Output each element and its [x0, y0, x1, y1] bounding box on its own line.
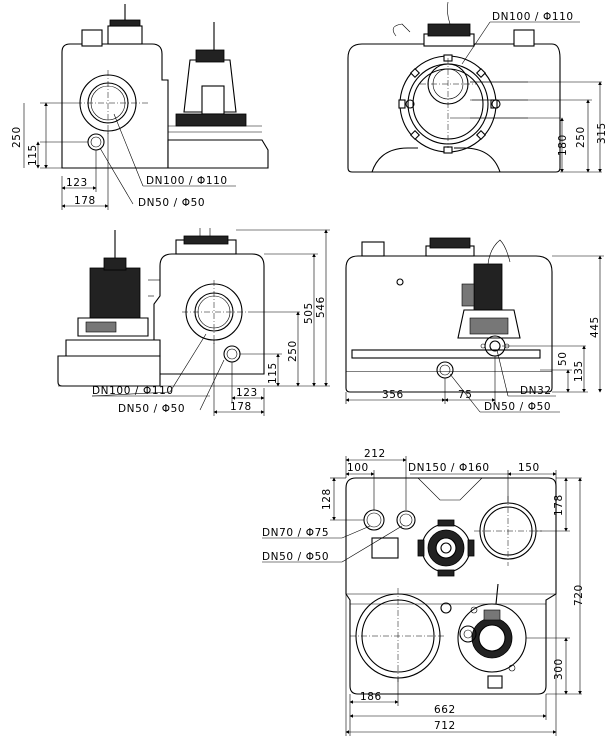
dim-720: 720: [573, 584, 585, 606]
dim-662: 662: [434, 704, 456, 716]
dim-356: 356: [382, 389, 404, 401]
tank-body: [153, 253, 265, 375]
tank-body: [61, 43, 169, 169]
callout-inlet-right: DN100 / Φ110: [92, 385, 174, 397]
pump-base: [65, 339, 161, 357]
dim-505: 505: [303, 302, 315, 324]
callout-vent-rear: DN50 / Φ50: [484, 401, 551, 413]
pump-motor: [89, 267, 141, 319]
vent-port-50: [396, 510, 416, 530]
dim-546: 546: [315, 296, 327, 318]
dim-150: 150: [518, 462, 540, 474]
dim-178: 178: [74, 195, 96, 207]
callout-inlet-160: DN150 / Φ160: [408, 462, 490, 474]
dim-128: 128: [321, 488, 333, 510]
vent-stub: [361, 241, 385, 257]
dim-212: 212: [364, 448, 386, 460]
junction-box: [371, 537, 399, 559]
callout-vent-right: DN50 / Φ50: [118, 403, 185, 415]
dim-186: 186: [360, 691, 382, 703]
dim-135: 135: [573, 360, 585, 382]
callout-inlet-front: DN100 / Φ110: [492, 11, 574, 23]
dim-315: 315: [596, 122, 608, 144]
base-plate: [351, 349, 541, 359]
dim-712: 712: [434, 720, 456, 732]
dim-250: 250: [287, 340, 299, 362]
callout-vent-50: DN50 / Φ50: [262, 551, 329, 563]
callout-inlet-left: DN100 / Φ110: [146, 175, 228, 187]
vent-stub: [513, 29, 535, 47]
dim-178: 178: [553, 494, 565, 516]
vent-stub: [81, 29, 103, 47]
top-cap: [427, 23, 471, 37]
view-rear: 356 75 50 135 445 DN32 DN50 / Φ50: [345, 237, 604, 413]
view-front: 180 250 315 DN100 / Φ110: [347, 1, 608, 173]
dim-100: 100: [347, 462, 369, 474]
top-cap: [429, 237, 471, 249]
dim-250: 250: [11, 126, 23, 148]
pump-motor: [473, 263, 503, 311]
view-side-right: 115 250 505 546 123 178 DN100 / Φ110 DN5…: [57, 228, 330, 416]
callout-vent-left: DN50 / Φ50: [138, 197, 205, 209]
dim-115: 115: [267, 362, 279, 384]
dim-75: 75: [458, 389, 473, 401]
dim-50: 50: [557, 351, 569, 366]
top-cap: [107, 25, 143, 45]
dim-180: 180: [557, 134, 569, 156]
dim-445: 445: [589, 316, 601, 338]
dim-123: 123: [66, 177, 88, 189]
dim-250: 250: [575, 126, 587, 148]
dim-178: 178: [230, 401, 252, 413]
dim-115: 115: [27, 144, 39, 166]
view-top: 212 100 150 DN150 / Φ160 128 DN70 / Φ75 …: [262, 448, 585, 736]
pump-base: [175, 113, 247, 127]
tank-body: [347, 43, 561, 173]
view-side-left: 250 115 123 178 DN100 / Φ110 DN50 / Φ50: [11, 4, 269, 210]
callout-discharge: DN32: [520, 385, 552, 397]
dim-300: 300: [553, 658, 565, 680]
dim-123: 123: [236, 387, 258, 399]
callout-vent-75: DN70 / Φ75: [262, 527, 329, 539]
